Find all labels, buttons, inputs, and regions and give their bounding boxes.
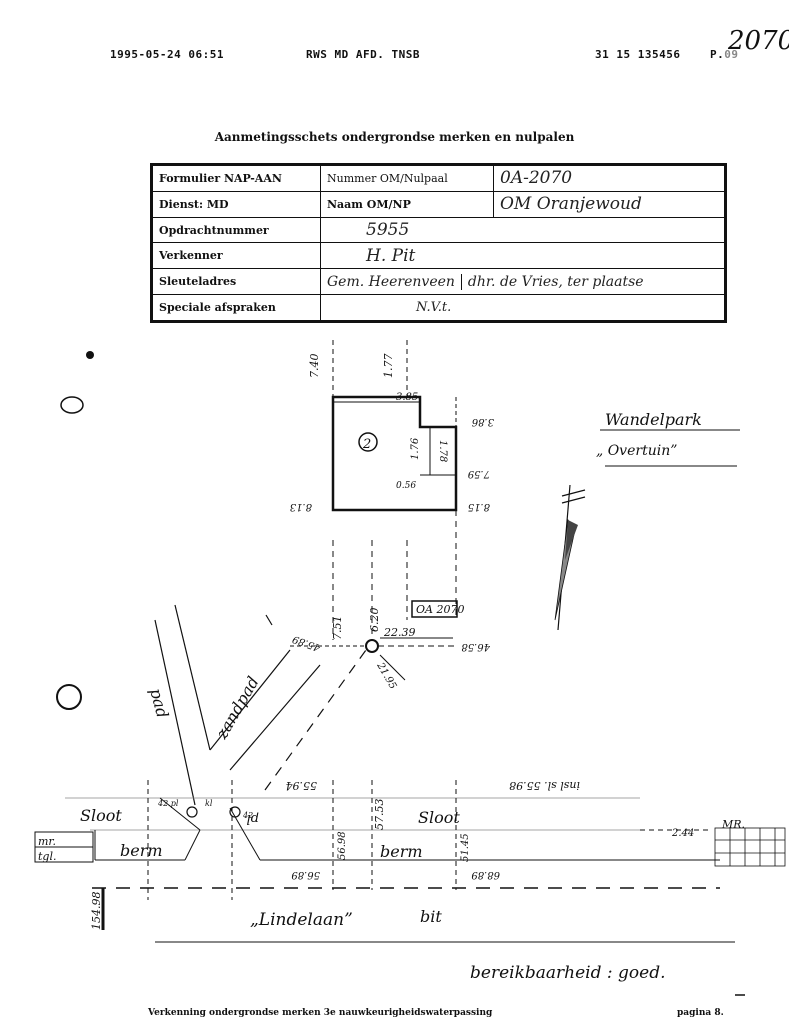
ditch-label: Sloot: [418, 808, 460, 827]
dim-label: 8.15: [468, 501, 490, 512]
building-number-circle: [358, 432, 378, 452]
marker-symbol: [365, 639, 379, 653]
road-type: bit: [420, 907, 442, 926]
dim-label: 56.98: [337, 831, 348, 860]
path-lines: [154, 604, 367, 806]
road-lines: [65, 780, 735, 943]
fax-page-prefix: P.: [710, 48, 725, 61]
ypl-label: 42.pl: [157, 799, 179, 808]
form-value-part: dhr. de Vries, ter plaatse: [467, 273, 644, 290]
form-label: Speciale afspraken: [151, 294, 321, 322]
dim-label: 68.89: [471, 869, 500, 880]
dim-label: 3.85: [396, 392, 418, 403]
document-title: Aanmetingsschets ondergrondse merken en …: [214, 130, 575, 144]
pole-symbol: [186, 806, 198, 818]
dim-label: 21.95: [374, 660, 398, 691]
fax-sender: RWS MD AFD. TNSB: [306, 48, 420, 61]
dim-label: 7.59: [467, 468, 490, 479]
park-name: Wandelpark: [605, 410, 702, 429]
handwritten-document-number: 2070: [728, 26, 789, 56]
form-row: Opdrachtnummer 5955: [151, 216, 726, 244]
dim-label: 56.89: [291, 869, 320, 880]
tgl-label: tgl.: [38, 850, 56, 863]
marker-label: OA 2070: [416, 603, 464, 616]
dim-label: 1.76: [410, 437, 421, 460]
dim-label: 7.51: [331, 616, 344, 641]
form-value: 5955: [320, 216, 726, 244]
form-row: Sleuteladres Gem. Heerenveen dhr. de Vri…: [151, 268, 726, 296]
dim-label: 51.45: [460, 833, 471, 862]
form-row: Speciale afspraken N.V.t.: [151, 294, 726, 322]
path-label: pad: [146, 686, 172, 720]
underline: [379, 654, 406, 681]
dim-label: 22.39: [383, 626, 416, 639]
fax-page: P.09: [710, 48, 739, 61]
dim-label: 2.44: [671, 828, 694, 839]
form-row: Formulier NAP-AAN Nummer OM/Nulpaal 0A-2…: [151, 164, 726, 192]
dim-label: 1.77: [382, 354, 395, 379]
form-row: Verkenner H. Pit: [151, 242, 726, 270]
form-field: Nummer OM/Nulpaal: [320, 164, 494, 192]
dim-label: 46.58: [461, 641, 491, 652]
y2-label: 42: [242, 811, 253, 820]
footer-page: pagina 8.: [677, 1008, 724, 1018]
verge-label: berm: [120, 841, 163, 860]
form-label: Dienst: MD: [151, 190, 321, 218]
dim-label: 0.56: [396, 481, 416, 491]
form-value: N.V.t.: [320, 294, 726, 322]
footer-left: Verkenning ondergrondse merken 3e nauwke…: [148, 1008, 493, 1018]
form-divider: [460, 273, 462, 290]
punch-hole: [60, 396, 84, 414]
north-arrow-icon: [554, 484, 586, 631]
fax-datetime: 1995-05-24 06:51: [110, 48, 224, 61]
dim-label: 6.20: [368, 608, 381, 633]
path-label: zandpad: [212, 673, 263, 743]
dim-label: 8.13: [290, 501, 312, 512]
dim-label: 45.89: [291, 633, 323, 654]
verge-label: berm: [380, 842, 423, 861]
form-label: Formulier NAP-AAN: [151, 164, 321, 192]
marker-label-box: [411, 600, 458, 618]
dim-label: 57.53: [373, 799, 386, 831]
road-name: „Lindelaan”: [250, 910, 353, 930]
mr-label: MR.: [721, 818, 745, 831]
dim-label: 7.40: [308, 354, 321, 379]
punch-hole: [56, 684, 82, 710]
fax-page-suffix: 09: [724, 48, 739, 61]
dim-label: insl sl. 55.98: [509, 779, 580, 792]
building-dimension-lines: [332, 340, 457, 640]
building-number: 2: [362, 437, 371, 452]
accessibility-note: bereikbaarheid : goed.: [470, 963, 665, 983]
dim-label: 3.86: [471, 416, 494, 427]
form-table: Formulier NAP-AAN Nummer OM/Nulpaal 0A-2…: [150, 163, 727, 323]
form-label: Opdrachtnummer: [151, 216, 321, 244]
kl-label: kl: [205, 799, 213, 808]
building-grid: [714, 827, 786, 867]
pole-symbol: [229, 806, 241, 818]
pl-label: pl: [247, 811, 259, 826]
dim-label: 55.94: [286, 779, 318, 792]
mr-label: mr.: [38, 835, 56, 848]
dim-label: 154.98: [90, 892, 103, 931]
form-value-part: Gem. Heerenveen: [327, 273, 455, 290]
park-subname: „ Overtuin”: [596, 443, 677, 459]
form-row: Dienst: MD Naam OM/NP OM Oranjewoud: [151, 190, 726, 218]
left-box: [34, 831, 94, 863]
ink-dot: [86, 351, 94, 359]
form-value: Gem. Heerenveen dhr. de Vries, ter plaat…: [320, 268, 726, 296]
fax-number: 31 15 135456: [595, 48, 681, 61]
form-label: Sleuteladres: [151, 268, 321, 296]
dim-label: 1.78: [437, 440, 448, 462]
ditch-label: Sloot: [80, 806, 122, 825]
form-value: 0A-2070: [493, 164, 726, 192]
